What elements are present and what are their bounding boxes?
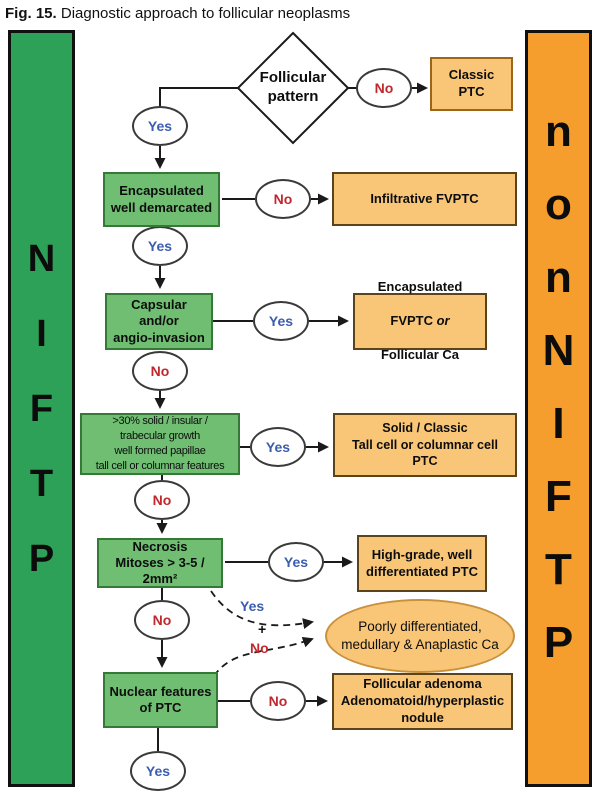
bar-letter: F	[545, 472, 572, 521]
bar-letter: F	[29, 387, 54, 430]
decision-growth-pattern: >30% solid / insular / trabecular growth…	[80, 413, 240, 475]
diamond-shape	[236, 31, 350, 145]
bar-letter: o	[545, 180, 572, 229]
no-ellipse-encapsulated: No	[255, 179, 311, 219]
yes-ellipse-capsular: Yes	[253, 301, 309, 341]
bar-letter: N	[542, 326, 575, 375]
outcome-poorly-differentiated: Poorly differentiated, medullary & Anapl…	[325, 599, 515, 673]
yes-ellipse-growth: Yes	[250, 427, 306, 467]
decision-nuclear-features: Nuclear features of PTC	[103, 672, 218, 728]
bar-letter: I	[36, 312, 47, 355]
outcome-line: FVPTC or	[378, 313, 463, 330]
outcome-line-italic: or	[436, 313, 450, 329]
yes-ellipse-follicular: Yes	[132, 106, 188, 146]
bar-letter: n	[545, 253, 572, 302]
dashed-no-label: No	[250, 640, 269, 656]
outcome-line-part: FVPTC	[390, 313, 437, 329]
niftp-bar: N I F T P	[8, 30, 75, 787]
decision-follicular-pattern: Follicular pattern	[259, 69, 327, 105]
decision-capsular-invasion: Capsular and/or angio-invasion	[105, 293, 213, 350]
outcome-encapsulated-fvptc: Encapsulated FVPTC or Follicular Ca	[353, 279, 487, 362]
bar-letter: P	[543, 618, 574, 667]
non-niftp-bar: n o n N I F T P	[525, 30, 592, 787]
figure-number: Fig. 15.	[5, 5, 57, 22]
bar-letter: N	[27, 237, 56, 280]
outcome-classic-ptc: Classic PTC	[430, 57, 513, 111]
non-niftp-letters: n o n N I F T P	[543, 110, 575, 665]
bar-letter: T	[545, 545, 572, 594]
outcome-line: Follicular Ca	[380, 346, 460, 362]
yes-ellipse-encapsulated: Yes	[132, 226, 188, 266]
no-ellipse-growth: No	[134, 480, 190, 520]
bar-letter: n	[545, 107, 572, 156]
bar-letter: P	[28, 537, 55, 580]
no-ellipse-follicular: No	[356, 68, 412, 108]
decision-encapsulated: Encapsulated well demarcated	[103, 172, 220, 227]
yes-ellipse-necrosis: Yes	[268, 542, 324, 582]
no-ellipse-capsular: No	[132, 351, 188, 391]
yes-ellipse-nuclear: Yes	[130, 751, 186, 791]
figure-caption: Diagnostic approach to follicular neopla…	[56, 5, 351, 22]
niftp-letters: N I F T P	[28, 239, 55, 579]
no-ellipse-nuclear: No	[250, 681, 306, 721]
outcome-high-grade-ptc: High-grade, well differentiated PTC	[357, 535, 487, 592]
outcome-follicular-adenoma: Follicular adenoma Adenomatoid/hyperplas…	[332, 673, 513, 730]
bar-letter: T	[29, 462, 54, 505]
outcome-solid-classic-ptc: Solid / Classic Tall cell or columnar ce…	[333, 413, 517, 477]
dashed-yes-label: Yes	[240, 598, 265, 614]
dashed-plus-label: +	[258, 621, 267, 637]
decision-necrosis-mitoses: Necrosis Mitoses > 3-5 / 2mm²	[97, 538, 223, 588]
no-ellipse-necrosis: No	[134, 600, 190, 640]
bar-letter: I	[552, 399, 565, 448]
outcome-line: Encapsulated	[377, 279, 463, 295]
figure-title: Fig. 15. Diagnostic approach to follicul…	[5, 5, 350, 22]
outcome-infiltrative-fvptc: Infiltrative FVPTC	[332, 172, 517, 226]
